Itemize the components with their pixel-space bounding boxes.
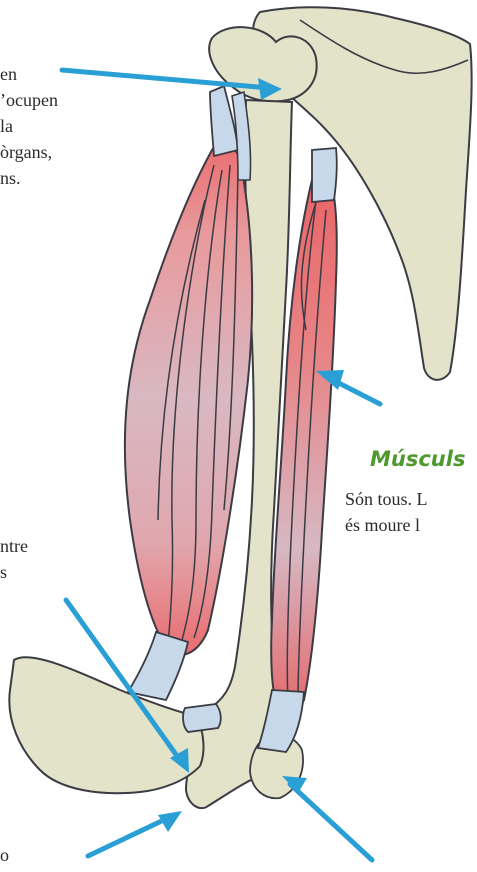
- left-text-line: ns.: [0, 167, 21, 190]
- left-text-line: la: [0, 115, 13, 138]
- left-text-line: ntre: [0, 535, 28, 558]
- left-text-line: òrgans,: [0, 141, 52, 164]
- muscle-heading: Músculs: [370, 447, 465, 471]
- joint-ligament: [183, 704, 221, 732]
- triceps-upper-tendon: [312, 148, 337, 202]
- left-text-line: s: [0, 561, 7, 584]
- biceps-lower-tendon: [128, 632, 188, 700]
- biceps-muscle: [125, 142, 252, 655]
- left-text-line: en: [0, 63, 17, 86]
- muscle-text-line: Són tous. L: [345, 488, 428, 511]
- arrow-icon: [290, 784, 372, 860]
- left-text-line: o: [0, 844, 9, 867]
- muscle-text-line: és moure l: [345, 514, 420, 537]
- arrow-icon: [88, 817, 170, 856]
- left-text-line: ’ocupen: [0, 89, 58, 112]
